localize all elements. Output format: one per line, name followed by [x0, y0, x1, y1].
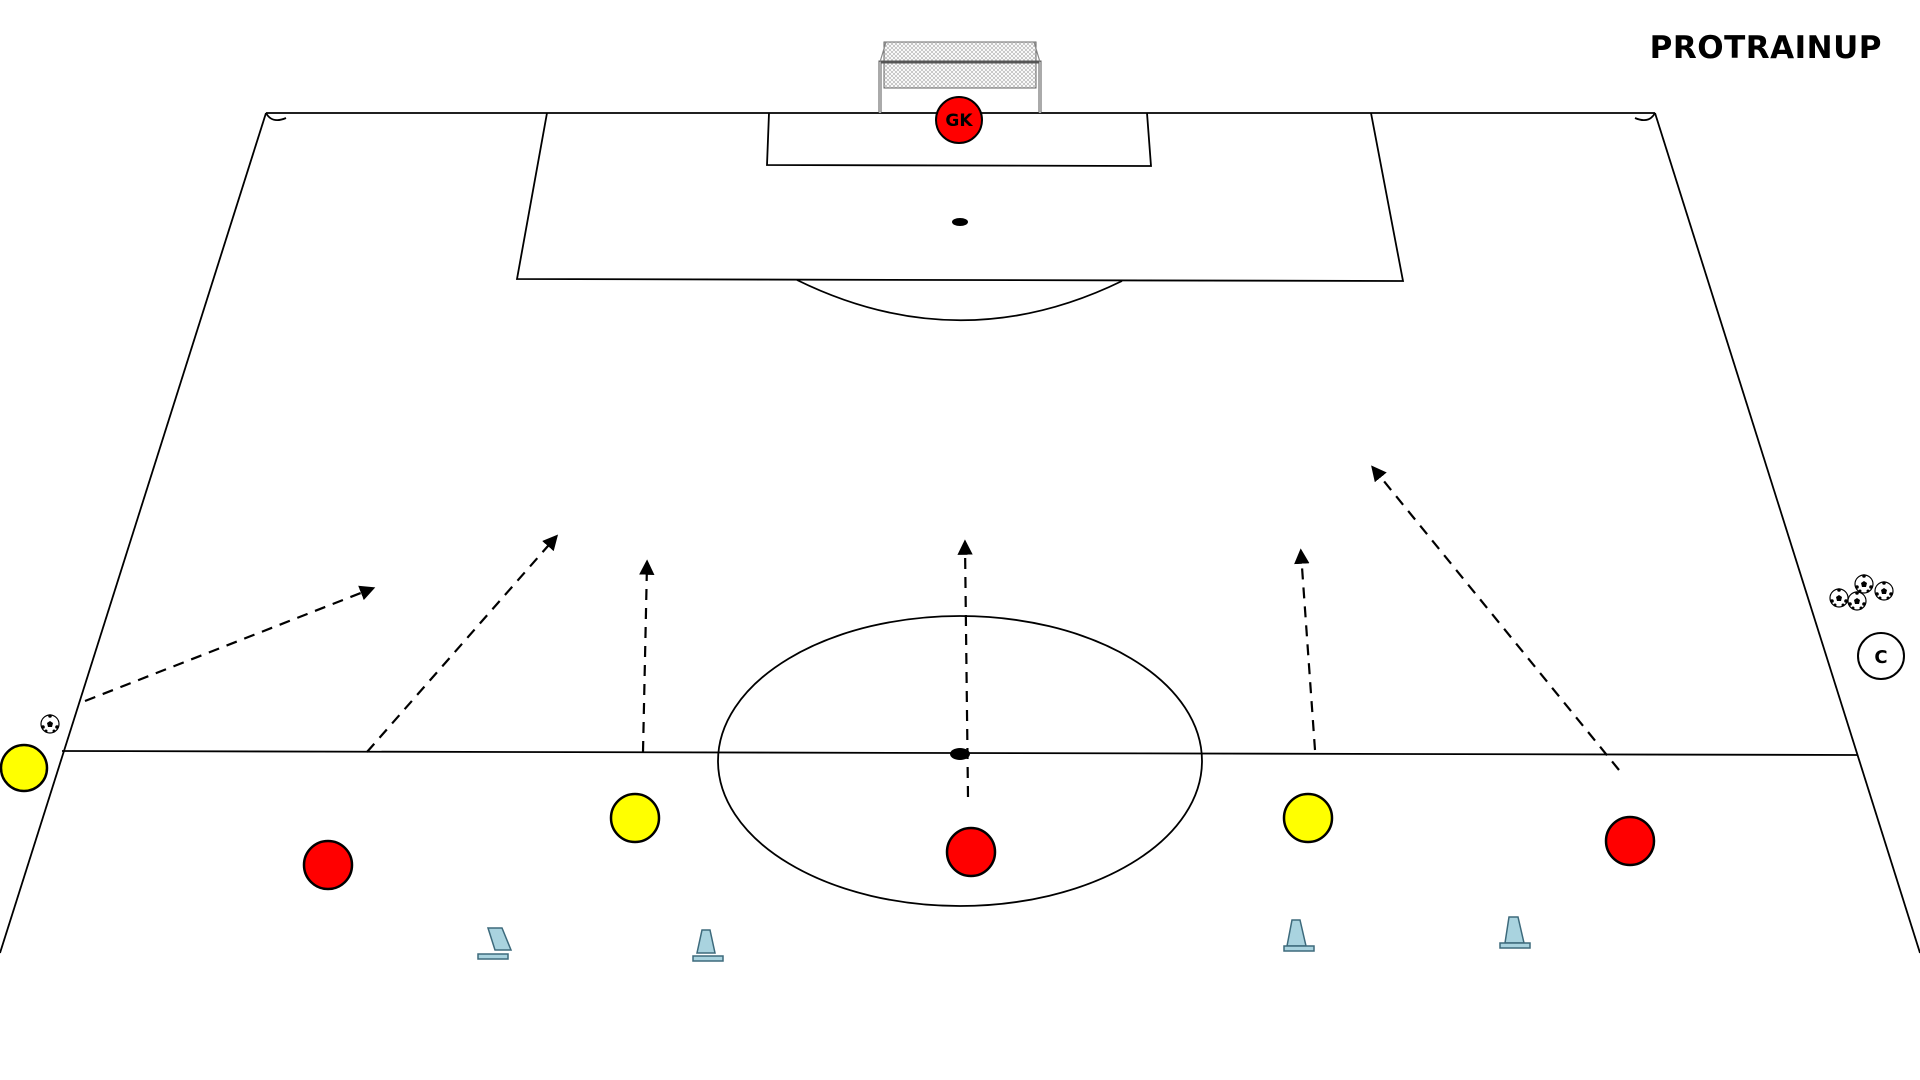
six-yard-box — [766, 112, 1152, 167]
coach-label: C — [1874, 647, 1887, 668]
run-arrow-5 — [1294, 548, 1317, 751]
run-arrow-6 — [1371, 465, 1620, 771]
player-yellow-right-center — [1282, 792, 1334, 844]
run-arrow-1 — [84, 585, 376, 703]
run-arrow-4 — [957, 539, 973, 798]
goal — [878, 41, 1042, 113]
touchline-left — [0, 112, 267, 954]
goalkeeper-label: GK — [945, 111, 973, 131]
cones — [477, 916, 1531, 962]
center-circle — [717, 615, 1203, 907]
cone-2 — [692, 929, 724, 962]
ball-left — [40, 713, 60, 734]
runs — [84, 465, 1620, 798]
player-red-left — [302, 839, 354, 891]
corner-arc-right — [1634, 112, 1656, 122]
cone-1 — [477, 927, 513, 960]
goalkeeper: GK — [935, 96, 983, 144]
corner-arc-left — [265, 112, 287, 122]
touchline-right — [1654, 112, 1920, 954]
player-red-right — [1604, 815, 1656, 867]
penalty-box — [515, 112, 1405, 282]
player-yellow-left-edge — [0, 743, 49, 793]
run-arrow-2 — [366, 534, 559, 753]
ball-pile — [1829, 573, 1894, 611]
penalty-arc — [796, 279, 1123, 322]
center-spot — [950, 748, 970, 760]
penalty-spot — [952, 218, 968, 226]
player-yellow-left-center — [609, 792, 661, 844]
cone-3 — [1283, 919, 1315, 952]
players — [0, 743, 1656, 891]
brand-logo: PROTRAINUP — [1649, 30, 1882, 66]
run-arrow-3 — [639, 559, 655, 753]
coach: C — [1857, 632, 1905, 680]
player-red-center — [945, 826, 997, 878]
cone-4 — [1499, 916, 1531, 949]
